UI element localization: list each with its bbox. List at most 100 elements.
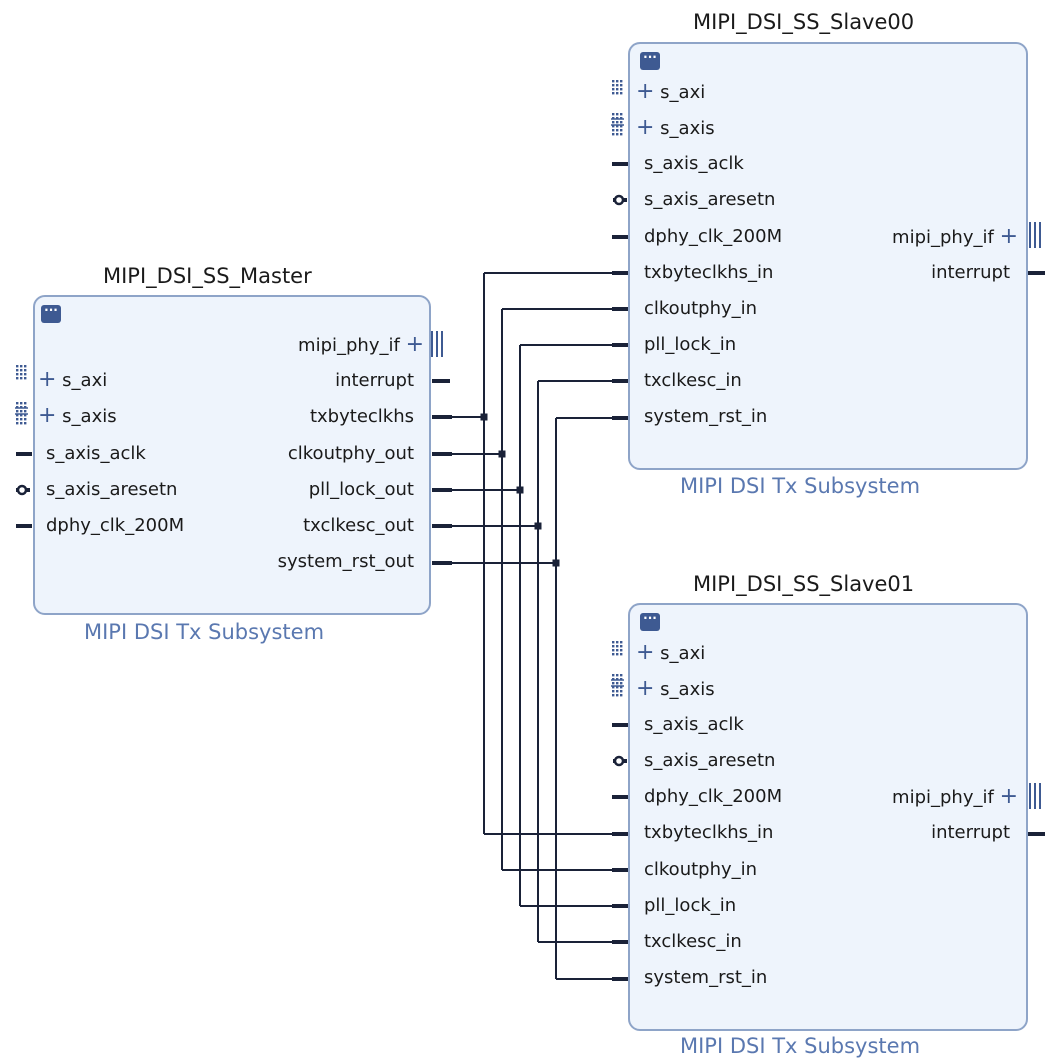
bus-dot — [620, 641, 623, 644]
net-txbyteclkhs-junction — [480, 413, 488, 421]
master-pin-s-axi[interactable]: + s_axi — [38, 367, 108, 392]
slave01-mipi-bars-icon — [1029, 783, 1041, 809]
master-pin-mipi-phy-if[interactable]: mipi_phy_if + — [298, 332, 424, 357]
bus-dot — [612, 84, 615, 87]
bus-dot — [616, 641, 619, 644]
bus-dot — [16, 373, 19, 376]
slave01-pin-mipi-phy-if[interactable]: mipi_phy_if + — [892, 784, 1018, 809]
net-txclkesc-junction — [534, 522, 542, 530]
bus-dot — [16, 369, 19, 372]
bus-dot — [20, 377, 23, 380]
master-title: MIPI_DSI_SS_Master — [103, 264, 312, 288]
slave00-menu-icon[interactable]: ··· — [640, 51, 660, 70]
master-pin-system-rst-out[interactable]: system_rst_out — [277, 551, 414, 572]
bus-dot — [612, 682, 615, 685]
slave01-pin-system-rst-in[interactable]: system_rst_in — [644, 967, 768, 988]
master-menu-icon[interactable]: ··· — [41, 304, 61, 323]
master-pin-s-axis-aresetn[interactable]: s_axis_aresetn — [46, 479, 178, 500]
bus-dot — [20, 414, 23, 417]
bus-dot — [24, 369, 27, 372]
bus-dot — [612, 678, 615, 681]
bus-dot — [620, 690, 623, 693]
slave00-pin-s-axis-aresetn[interactable]: s_axis_aresetn — [644, 189, 776, 210]
slave01-pin-txclkesc-in[interactable]: txclkesc_in — [644, 931, 742, 952]
slave01-pin-txbyteclkhs-in[interactable]: txbyteclkhs_in — [644, 822, 774, 843]
bus-dot — [20, 406, 23, 409]
master-pin-interrupt[interactable]: interrupt — [335, 370, 414, 391]
slave01-pin-pll-lock-in[interactable]: pll_lock_in — [644, 895, 737, 916]
master-pin-s-axis[interactable]: + s_axis — [38, 403, 117, 428]
master-pin-txclkesc-out[interactable]: txclkesc_out — [303, 515, 414, 536]
bus-dot — [620, 649, 623, 652]
slave00-pin-txbyteclkhs-in[interactable]: txbyteclkhs_in — [644, 262, 774, 283]
master-pin-dphy-clk-200m[interactable]: dphy_clk_200M — [46, 515, 185, 536]
master-pin-pll-lock-out[interactable]: pll_lock_out — [308, 479, 414, 500]
bus-dot — [620, 686, 623, 689]
bus-dot — [24, 422, 27, 425]
bus-dot — [16, 418, 19, 421]
slave01-pin-s-axi[interactable]: + s_axi — [636, 640, 706, 665]
slave00-block[interactable]: ··· — [628, 42, 1028, 470]
master-s-axis-bus-icon — [15, 402, 28, 425]
plus-icon[interactable]: + — [636, 640, 655, 665]
plus-icon[interactable]: + — [38, 367, 57, 392]
slave00-title: MIPI_DSI_SS_Slave00 — [693, 10, 915, 34]
slave00-pin-s-axis[interactable]: + s_axis — [636, 115, 715, 140]
slave00-s-axi-bus-icon — [612, 80, 623, 95]
bus-dot — [612, 649, 615, 652]
bus-dot — [620, 80, 623, 83]
plus-icon[interactable]: + — [636, 115, 655, 140]
slave01-pin-clkoutphy-in[interactable]: clkoutphy_in — [644, 859, 758, 880]
slave01-pin-s-axis-aresetn[interactable]: s_axis_aresetn — [644, 750, 776, 771]
bus-dot — [616, 125, 619, 128]
bus-dot — [20, 402, 23, 405]
plus-icon[interactable]: + — [38, 403, 57, 428]
slave00-pin-mipi-phy-if[interactable]: mipi_phy_if + — [892, 224, 1018, 249]
plus-icon[interactable]: + — [636, 79, 655, 104]
slave01-menu-icon[interactable]: ··· — [640, 612, 660, 631]
slave00-pin-pll-lock-in[interactable]: pll_lock_in — [644, 334, 737, 355]
slave01-pin-s-axis-aclk[interactable]: s_axis_aclk — [644, 714, 744, 735]
bus-dot — [620, 125, 623, 128]
slave00-pin-clkoutphy-in[interactable]: clkoutphy_in — [644, 298, 758, 319]
slave01-block[interactable]: ··· — [628, 603, 1028, 1031]
plus-icon[interactable]: + — [405, 332, 424, 357]
slave00-pin-dphy-clk-200m[interactable]: dphy_clk_200M — [644, 226, 783, 247]
master-pin-clkoutphy-out[interactable]: clkoutphy_out — [287, 443, 414, 464]
bus-dot — [612, 674, 615, 677]
bus-dot — [616, 129, 619, 132]
bus-dot — [620, 129, 623, 132]
master-block[interactable]: ··· — [33, 295, 431, 615]
slave00-pin-interrupt[interactable]: interrupt — [931, 262, 1010, 283]
bus-dot — [616, 694, 619, 697]
slave00-pin-txclkesc-in[interactable]: txclkesc_in — [644, 370, 742, 391]
bus-dot — [612, 121, 615, 124]
plus-icon[interactable]: + — [636, 676, 655, 701]
bus-dot — [612, 88, 615, 91]
master-pin-s-axis-aclk[interactable]: s_axis_aclk — [46, 443, 146, 464]
slave01-pin-interrupt[interactable]: interrupt — [931, 822, 1010, 843]
master-s-axi-bus-icon — [16, 365, 27, 380]
bus-dot — [16, 365, 19, 368]
slave00-pin-s-axis-aclk[interactable]: s_axis_aclk — [644, 153, 744, 174]
bus-dot — [20, 410, 23, 413]
bus-dot — [24, 373, 27, 376]
bus-dot — [16, 414, 19, 417]
plus-icon[interactable]: + — [999, 224, 1018, 249]
slave00-pin-s-axi[interactable]: + s_axi — [636, 79, 706, 104]
slave01-s-axi-bus-icon — [612, 641, 623, 656]
bus-dot — [620, 121, 623, 124]
slave01-pin-s-axis[interactable]: + s_axis — [636, 676, 715, 701]
bus-dot — [16, 377, 19, 380]
bus-dot — [620, 694, 623, 697]
bus-dot — [24, 410, 27, 413]
bus-dot — [20, 365, 23, 368]
bus-dot — [24, 414, 27, 417]
bus-dot — [16, 402, 19, 405]
plus-icon[interactable]: + — [999, 784, 1018, 809]
master-pin-txbyteclkhs[interactable]: txbyteclkhs — [309, 406, 414, 427]
slave00-pin-system-rst-in[interactable]: system_rst_in — [644, 406, 768, 427]
bus-dot — [612, 129, 615, 132]
slave01-pin-dphy-clk-200m[interactable]: dphy_clk_200M — [644, 786, 783, 807]
